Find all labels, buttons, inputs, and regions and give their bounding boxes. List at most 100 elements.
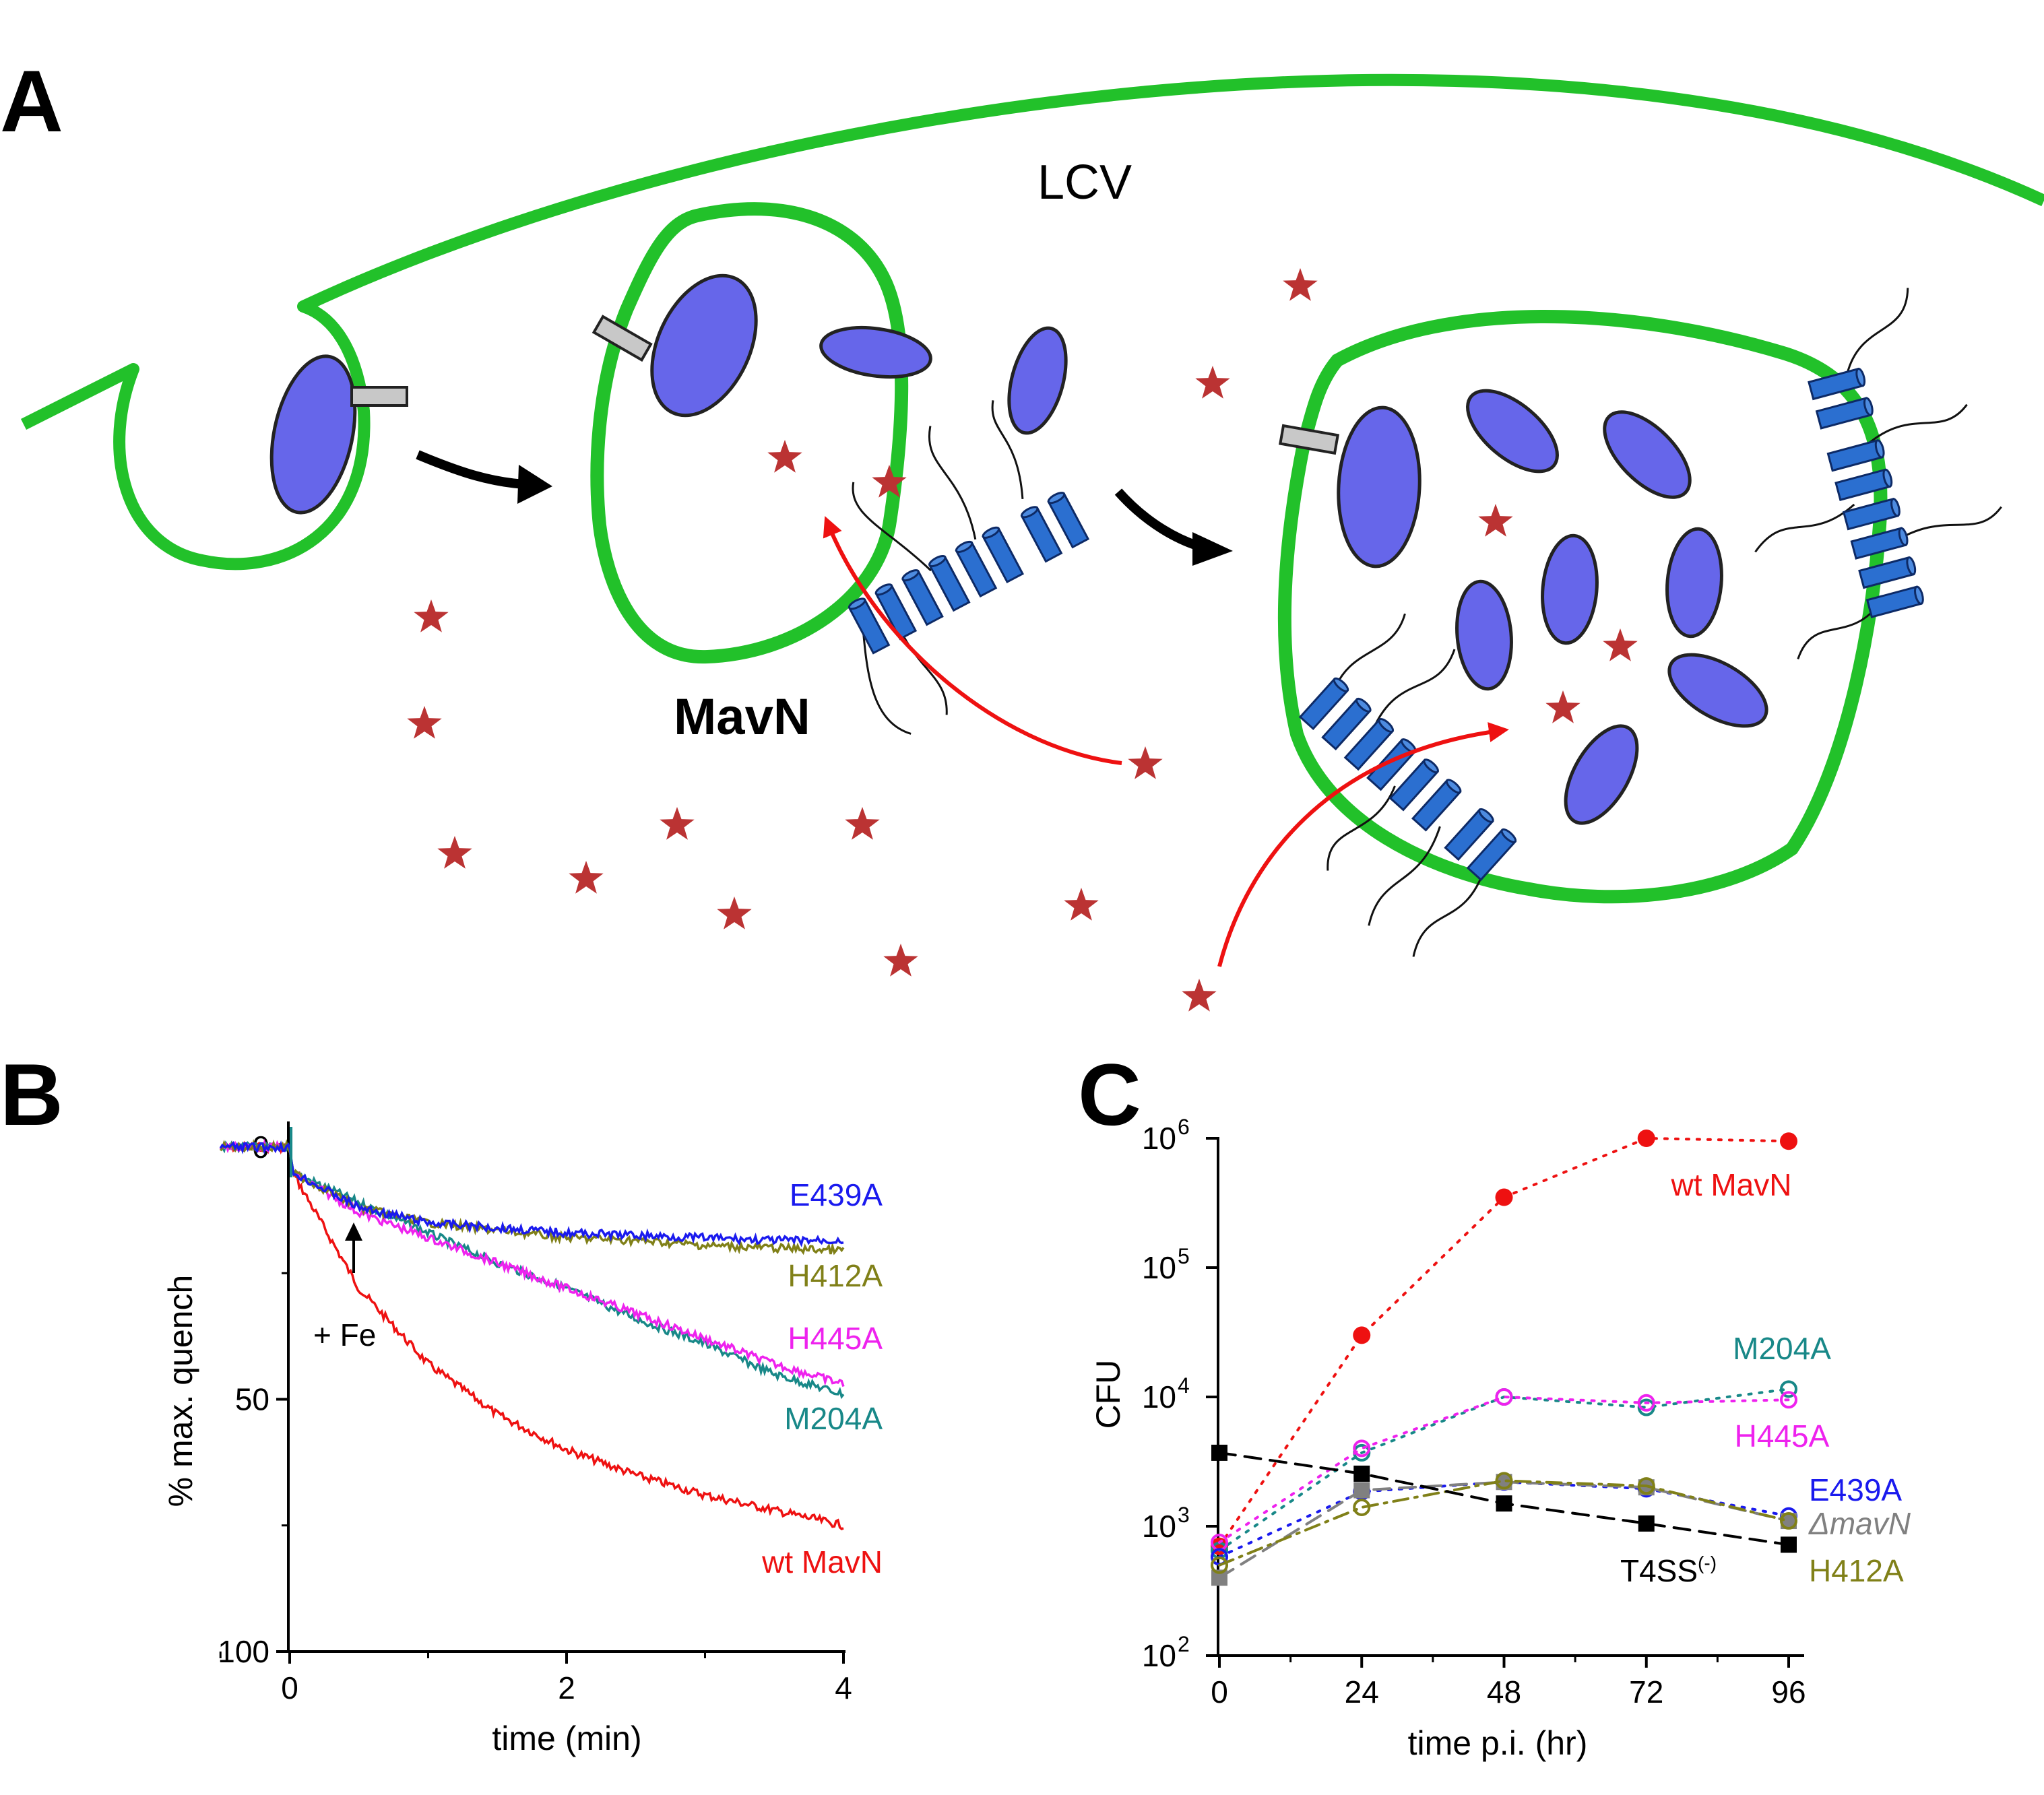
iron-star-15 — [1064, 888, 1099, 921]
c-series-line-h412a — [1218, 1479, 1790, 1567]
c-y-tick-exponent: 6 — [1178, 1115, 1190, 1139]
bacterium-entering — [269, 354, 408, 515]
c-point-t4ss — [1496, 1495, 1512, 1512]
iron-star-7 — [1603, 628, 1638, 661]
bacteria-late-lcv — [1278, 389, 1768, 825]
c-y-axis-title: CFU — [1089, 1360, 1127, 1429]
b-series-label: H445A — [788, 1321, 883, 1356]
progression-arrow-2-head — [1192, 532, 1233, 566]
mavn-transporters-late-right — [1754, 288, 2002, 659]
c-x-tick-label: 0 — [1211, 1674, 1228, 1709]
c-point-h445a — [1637, 1394, 1655, 1412]
mavn-transporters-early — [846, 400, 1089, 735]
c-point-mavn — [1353, 1482, 1370, 1499]
iron-star-14 — [717, 896, 752, 929]
panel-a-letter: A — [0, 52, 63, 150]
iron-star-13 — [569, 861, 604, 894]
c-point-wtmavn — [1780, 1132, 1797, 1150]
b-series-e439a — [219, 1140, 844, 1247]
iron-star-8 — [1545, 690, 1580, 723]
iron-star-3 — [872, 465, 907, 498]
c-series-label: T4SS(-) — [1620, 1553, 1717, 1588]
c-point-wtmavn — [1637, 1130, 1655, 1147]
b-series-label: E439A — [790, 1177, 883, 1212]
c-y-tick-label: 10 — [1142, 1509, 1176, 1544]
iron-star-17 — [1182, 979, 1217, 1012]
c-series-line-m204a — [1218, 1388, 1790, 1552]
b-y-tick-label: 50 — [235, 1382, 269, 1417]
fe-addition-label: + Fe — [313, 1317, 376, 1352]
c-y-tick-label: 10 — [1142, 1638, 1176, 1673]
c-y-tick-label: 10 — [1142, 1121, 1176, 1156]
lcv-early-membrane — [590, 202, 909, 664]
c-point-m204a — [1780, 1380, 1797, 1398]
c-y-tick-label: 10 — [1142, 1379, 1176, 1414]
c-y-tick-exponent: 3 — [1178, 1503, 1190, 1527]
b-series-m204a — [220, 1140, 845, 1400]
c-x-tick-label: 96 — [1771, 1674, 1806, 1709]
b-series-wt-mavn — [220, 1140, 844, 1531]
c-x-axis-title: time p.i. (hr) — [1408, 1724, 1588, 1762]
mavn-label: MavN — [674, 688, 810, 746]
b-series-label: M204A — [784, 1401, 883, 1436]
c-x-tick-label: 48 — [1487, 1674, 1521, 1709]
c-series-label: H445A — [1735, 1418, 1830, 1454]
c-series-label: ΔmavN — [1808, 1506, 1911, 1541]
c-point-t4ss — [1781, 1536, 1797, 1553]
b-y-tick-label: 100 — [218, 1634, 269, 1669]
fe-addition-arrowhead — [345, 1222, 362, 1241]
iron-import-arrow-2 — [1217, 722, 1509, 967]
c-point-h412a — [1637, 1477, 1655, 1495]
b-series-h412a — [219, 1138, 845, 1255]
host-plasma-membrane — [20, 73, 2044, 570]
iron-star-5 — [414, 599, 449, 632]
c-point-h412a — [1211, 1556, 1228, 1574]
b-x-axis-title: time (min) — [492, 1720, 641, 1757]
c-point-t4ss — [1211, 1444, 1227, 1461]
c-x-tick-label: 24 — [1345, 1674, 1379, 1709]
c-y-tick-exponent: 2 — [1178, 1632, 1190, 1656]
c-x-tick-label: 72 — [1629, 1674, 1663, 1709]
iron-star-16 — [883, 944, 918, 977]
b-series-label: wt MavN — [761, 1544, 883, 1579]
progression-arrow-1 — [416, 450, 536, 490]
c-series-line-e439a — [1218, 1480, 1790, 1559]
iron-star-12 — [437, 836, 472, 869]
iron-star-9 — [660, 807, 695, 840]
b-x-tick-label: 4 — [835, 1670, 852, 1705]
c-series-label: M204A — [1733, 1331, 1831, 1366]
c-point-h445a — [1353, 1439, 1371, 1458]
c-y-tick-label: 10 — [1142, 1250, 1176, 1285]
iron-star-10 — [845, 807, 880, 840]
b-y-axis-title: % max. quench — [162, 1275, 199, 1507]
c-series-label: H412A — [1809, 1553, 1904, 1588]
panel-a: A LCV MavN — [0, 52, 2044, 1012]
iron-ions — [407, 268, 1638, 1012]
iron-star-1 — [1195, 366, 1230, 399]
c-point-h445a — [1495, 1388, 1513, 1406]
c-point-wtmavn — [1495, 1188, 1513, 1206]
iron-star-2 — [767, 440, 802, 473]
c-series-label: wt MavN — [1671, 1167, 1792, 1202]
c-point-h412a — [1353, 1498, 1371, 1516]
iron-star-4 — [1478, 504, 1513, 537]
c-point-wtmavn — [1353, 1326, 1371, 1344]
c-point-h412a — [1780, 1512, 1797, 1530]
b-x-tick-label: 0 — [281, 1670, 298, 1705]
iron-import-arrow-1 — [823, 516, 1122, 765]
mavn-transporters-late-bottom — [1299, 613, 1519, 957]
c-point-t4ss — [1353, 1465, 1370, 1482]
b-series-label: H412A — [788, 1258, 883, 1293]
c-point-h412a — [1495, 1472, 1513, 1490]
c-series-label: E439A — [1809, 1472, 1902, 1507]
panel-b-letter: B — [0, 1045, 63, 1144]
c-point-h445a — [1780, 1391, 1797, 1409]
iron-star-0 — [1283, 268, 1318, 301]
c-y-tick-exponent: 5 — [1178, 1244, 1190, 1268]
iron-star-11 — [1128, 746, 1163, 779]
